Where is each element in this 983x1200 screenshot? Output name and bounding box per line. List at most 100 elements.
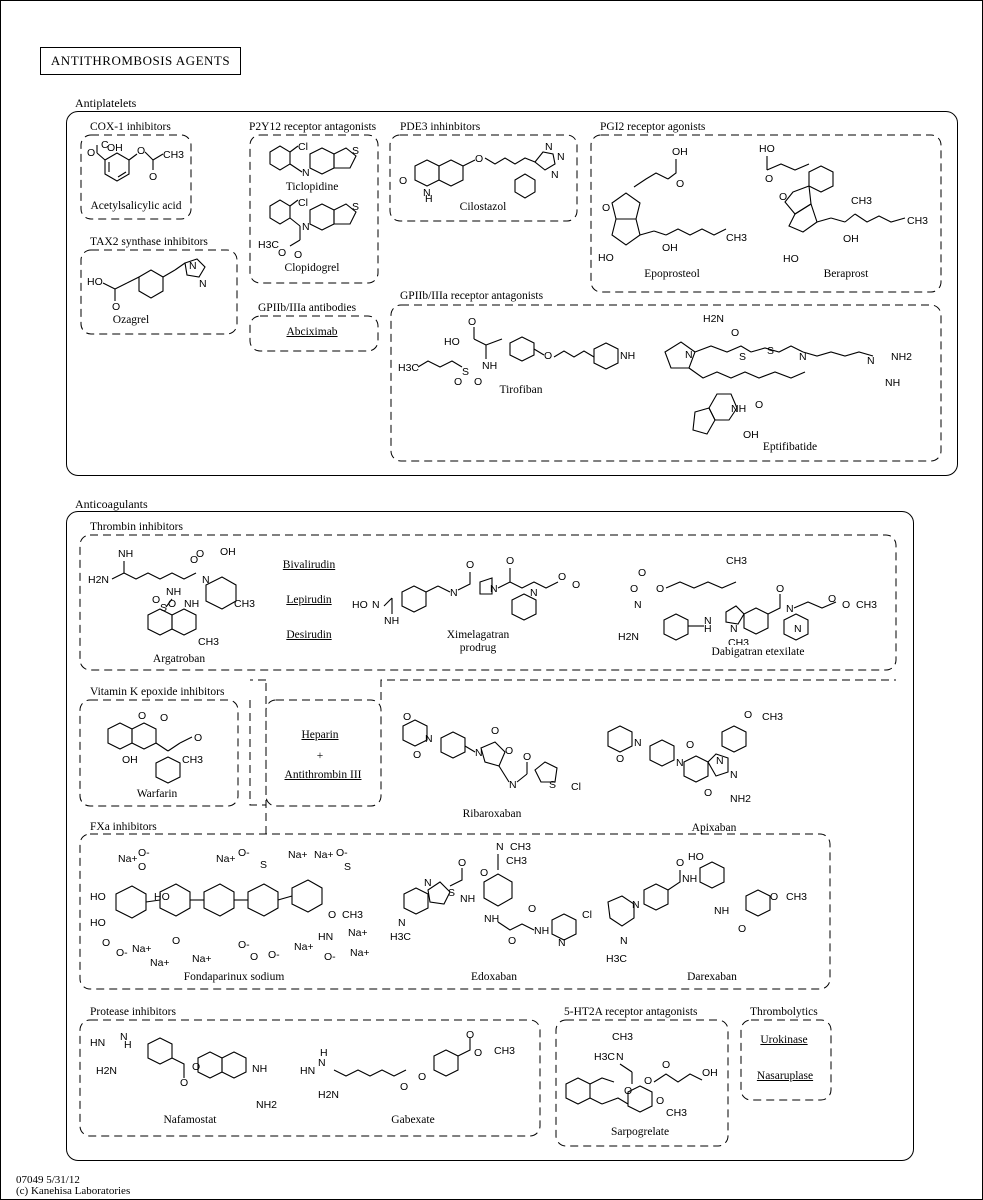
caption-ximelagatran: Ximelagatran xyxy=(446,629,510,641)
svg-text:S: S xyxy=(448,887,455,899)
caption-dabigatran-etexilate: Dabigatran etexilate xyxy=(711,646,805,658)
gp-antibodies-box xyxy=(249,315,379,352)
svg-text:NH2: NH2 xyxy=(256,1099,277,1111)
svg-text:O: O xyxy=(656,583,664,595)
plus-sign: + xyxy=(316,750,324,762)
svg-text:CH3: CH3 xyxy=(786,891,807,903)
group-label-protease: Protease inhibitors xyxy=(90,1006,176,1018)
svg-text:O: O xyxy=(138,861,146,873)
svg-text:CH3: CH3 xyxy=(726,555,747,567)
svg-text:O: O xyxy=(770,891,778,903)
link-nasaruplase[interactable]: Nasaruplase xyxy=(756,1070,814,1082)
svg-text:Na+: Na+ xyxy=(150,957,170,966)
svg-text:O: O xyxy=(468,316,476,328)
svg-text:S: S xyxy=(344,861,351,873)
caption-sarpogrelate: Sarpogrelate xyxy=(610,1126,670,1138)
svg-text:CH3: CH3 xyxy=(856,599,877,611)
group-label-gp-antagonists: GPIIb/IIIa receptor antagonists xyxy=(400,290,544,302)
svg-text:O: O xyxy=(196,548,204,560)
svg-text:HO: HO xyxy=(87,276,103,288)
svg-text:N: N xyxy=(634,599,642,611)
group-label-fxa: FXa inhibitors xyxy=(90,821,157,833)
svg-text:N: N xyxy=(302,221,310,233)
svg-text:O: O xyxy=(704,787,712,799)
svg-text:N: N xyxy=(685,349,693,361)
svg-text:C: C xyxy=(101,140,109,151)
svg-text:H2N: H2N xyxy=(318,1089,339,1101)
group-label-cox1: COX-1 inhibitors xyxy=(90,121,171,133)
section-antiplatelets: Antiplatelets xyxy=(75,96,137,110)
svg-text:NH: NH xyxy=(484,913,499,925)
svg-text:O: O xyxy=(630,583,638,595)
link-antithrombin-iii[interactable]: Antithrombin III xyxy=(284,769,362,781)
svg-text:OH: OH xyxy=(702,1067,718,1079)
caption-nafamostat: Nafamostat xyxy=(163,1114,217,1126)
svg-text:O-: O- xyxy=(268,949,280,961)
gp-antagonists-box xyxy=(390,304,942,462)
link-lepirudin[interactable]: Lepirudin xyxy=(286,594,332,606)
svg-text:O: O xyxy=(138,710,146,722)
p2y12-box xyxy=(249,134,379,284)
caption-darexaban: Darexaban xyxy=(687,971,737,983)
group-label-pgi2: PGI2 receptor agonists xyxy=(600,121,706,133)
svg-text:Cl: Cl xyxy=(298,198,308,209)
svg-text:S: S xyxy=(352,145,359,157)
group-label-gp-antibodies: GPIIb/IIIa antibodies xyxy=(258,302,357,314)
svg-text:N: N xyxy=(490,583,498,595)
caption-apixaban: Apixaban xyxy=(691,822,737,834)
svg-text:O: O xyxy=(738,923,746,935)
svg-text:N: N xyxy=(302,167,310,179)
svg-text:CH3: CH3 xyxy=(666,1107,687,1119)
svg-text:O: O xyxy=(474,376,482,385)
svg-text:S: S xyxy=(260,859,267,871)
svg-text:H3C: H3C xyxy=(258,239,279,251)
svg-text:N: N xyxy=(318,1057,326,1069)
svg-text:O-: O- xyxy=(336,848,348,859)
link-abciximab[interactable]: Abciximab xyxy=(286,326,338,338)
thrombolytics-box xyxy=(740,1019,832,1101)
svg-text:OH: OH xyxy=(672,146,688,158)
link-bivalirudin[interactable]: Bivalirudin xyxy=(282,559,336,571)
svg-text:HN: HN xyxy=(90,1037,105,1049)
svg-text:O: O xyxy=(508,935,516,947)
svg-text:O: O xyxy=(172,935,180,947)
svg-text:NH: NH xyxy=(118,548,133,560)
svg-text:H3C: H3C xyxy=(594,1051,615,1063)
svg-text:O: O xyxy=(466,1030,474,1041)
svg-text:O: O xyxy=(731,327,739,339)
svg-text:N: N xyxy=(730,769,738,781)
svg-text:Na+: Na+ xyxy=(132,943,152,955)
link-desirudin[interactable]: Desirudin xyxy=(286,629,332,641)
svg-text:NH: NH xyxy=(166,586,181,598)
vitk-box xyxy=(79,699,239,807)
svg-text:N: N xyxy=(551,169,559,181)
svg-text:CH3: CH3 xyxy=(726,232,747,244)
svg-text:NH: NH xyxy=(482,360,497,372)
svg-text:S: S xyxy=(767,345,774,357)
svg-text:O: O xyxy=(686,739,694,751)
svg-text:OH: OH xyxy=(843,233,859,245)
svg-text:H2N: H2N xyxy=(618,631,639,643)
svg-text:N: N xyxy=(189,260,197,272)
svg-text:NH: NH xyxy=(534,925,549,937)
group-label-p2y12: P2Y12 receptor antagonists xyxy=(249,121,377,133)
svg-text:O: O xyxy=(662,1059,670,1071)
tax2-box xyxy=(80,249,238,335)
svg-text:O: O xyxy=(160,712,168,724)
pde3-box xyxy=(389,134,578,222)
pgi2-box xyxy=(590,134,942,293)
svg-text:CH3: CH3 xyxy=(198,636,219,648)
link-heparin[interactable]: Heparin xyxy=(301,729,339,741)
svg-text:O: O xyxy=(399,175,407,187)
link-urokinase[interactable]: Urokinase xyxy=(760,1034,808,1046)
svg-text:N: N xyxy=(730,623,738,635)
svg-text:O: O xyxy=(744,709,752,721)
svg-text:CH3: CH3 xyxy=(234,598,255,610)
svg-text:HO: HO xyxy=(688,852,704,863)
